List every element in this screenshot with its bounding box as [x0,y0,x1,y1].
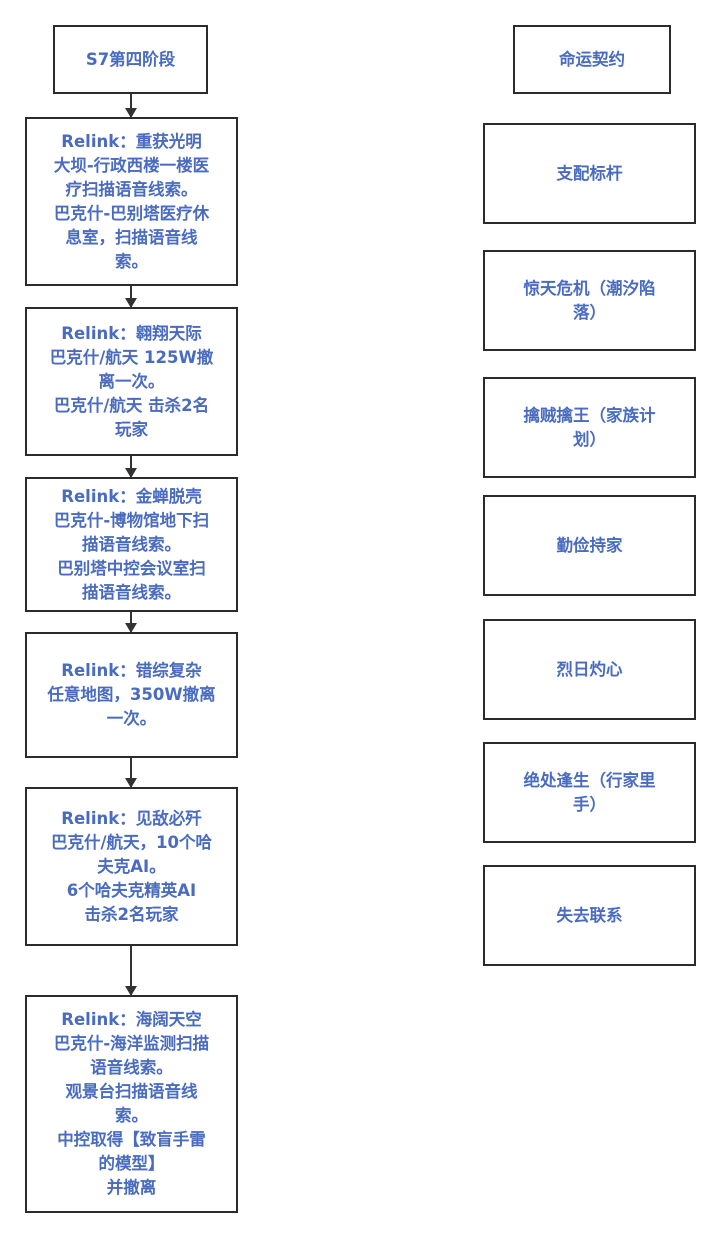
step-text: Relink：见敌必歼 巴克什/航天，10个哈 夫克AI。 6个哈夫克精英AI … [51,808,212,924]
contract-box: 失去联系 [483,865,696,966]
contract-box: 绝处逢生（行家里 手） [483,742,696,843]
contract-box: 擒贼擒王（家族计 划） [483,377,696,478]
arrow [125,946,137,996]
contract-text: 惊天危机（潮汐陷 落） [523,278,656,322]
step-box: Relink：见敌必歼 巴克什/航天，10个哈 夫克AI。 6个哈夫克精英AI … [25,787,238,946]
contract-box: 勤俭持家 [483,495,696,596]
contract-box: 惊天危机（潮汐陷 落） [483,250,696,351]
step-box: Relink：翱翔天际 巴克什/航天 125W撤 离一次。 巴克什/航天 击杀2… [25,307,238,456]
contract-box: 烈日灼心 [483,619,696,720]
step-text: Relink：海阔天空 巴克什-海洋监测扫描 语音线索。 观景台扫描语音线 索。… [53,1010,210,1197]
arrow [125,612,137,633]
contract-text: 支配标杆 [556,163,623,183]
step-box: Relink：重获光明 大坝-行政西楼一楼医 疗扫描语音线索。 巴克什-巴别塔医… [25,117,238,286]
step-box: Relink：海阔天空 巴克什-海洋监测扫描 语音线索。 观景台扫描语音线 索。… [25,995,238,1213]
step-text: Relink：重获光明 大坝-行政西楼一楼医 疗扫描语音线索。 巴克什-巴别塔医… [53,131,210,271]
step-box: Relink：错综复杂 任意地图，350W撤离 一次。 [25,632,238,758]
contract-title: 命运契约 [559,49,625,69]
contract-text: 烈日灼心 [556,659,623,679]
contract-text: 失去联系 [556,905,623,925]
arrow [125,94,137,118]
step-text: Relink：翱翔天际 巴克什/航天 125W撤 离一次。 巴克什/航天 击杀2… [49,323,214,439]
step-text: Relink：错综复杂 任意地图，350W撤离 一次。 [47,661,216,728]
arrow [125,456,137,478]
step-box: Relink：金蝉脱壳 巴克什-博物馆地下扫 描语音线索。 巴别塔中控会议室扫 … [25,477,238,612]
step-text: Relink：金蝉脱壳 巴克什-博物馆地下扫 描语音线索。 巴别塔中控会议室扫 … [53,486,210,602]
contract-title-box: 命运契约 [513,25,671,94]
contract-text: 勤俭持家 [556,535,623,555]
arrow [125,758,137,788]
stage-title: S7第四阶段 [85,49,176,69]
arrow [125,286,137,308]
contract-text: 擒贼擒王（家族计 划） [523,405,656,449]
contract-text: 绝处逢生（行家里 手） [523,770,656,814]
contract-box: 支配标杆 [483,123,696,224]
stage-title-box: S7第四阶段 [53,25,208,94]
